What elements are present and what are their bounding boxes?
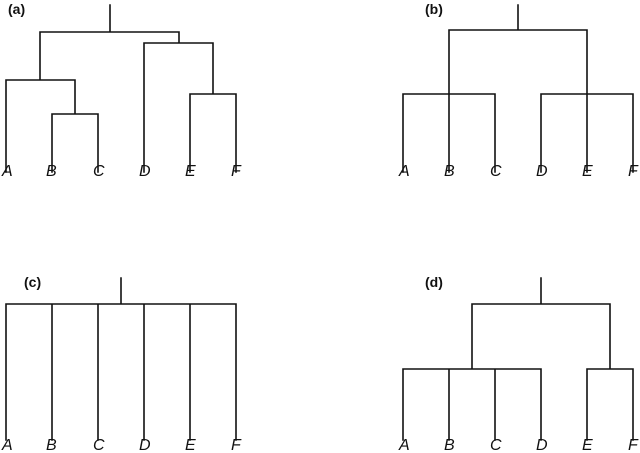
tree-b-branches — [402, 4, 634, 173]
tree-c-taxon-A: A — [1, 437, 13, 453]
panel-d: (d) A B C D E F — [398, 274, 639, 453]
tree-d-taxon-E: E — [582, 437, 593, 453]
panel-b: (b) A B C D E F — [398, 1, 639, 180]
tree-d-branches — [402, 277, 634, 441]
panel-label-d: (d) — [425, 274, 443, 290]
tree-c-branches — [5, 277, 237, 441]
tree-b-taxon-F: F — [628, 163, 639, 180]
tree-c-taxon-C: C — [93, 437, 105, 453]
tree-d-taxon-B: B — [444, 437, 455, 453]
tree-c-taxon-B: B — [46, 437, 57, 453]
tree-b-taxon-E: E — [582, 163, 593, 180]
tree-a-taxon-F: F — [231, 163, 242, 180]
tree-a-branches — [5, 4, 237, 173]
panel-label-c: (c) — [24, 274, 41, 290]
tree-b-taxon-D: D — [536, 163, 548, 180]
tree-c-taxon-E: E — [185, 437, 196, 453]
tree-c-taxon-D: D — [139, 437, 151, 453]
tree-a-taxon-C: C — [93, 163, 105, 180]
tree-d-taxon-D: D — [536, 437, 548, 453]
tree-a-taxon-A: A — [1, 163, 13, 180]
panel-c: (c) A B C D E F — [1, 274, 242, 453]
tree-b-taxon-A: A — [398, 163, 410, 180]
tree-a-taxon-D: D — [139, 163, 151, 180]
tree-b-taxon-B: B — [444, 163, 455, 180]
tree-c-taxon-F: F — [231, 437, 242, 453]
tree-d-taxon-F: F — [628, 437, 639, 453]
tree-d-taxon-C: C — [490, 437, 502, 453]
tree-d-taxon-A: A — [398, 437, 410, 453]
panel-a: (a) A B C D E F — [1, 1, 242, 180]
panel-label-a: (a) — [8, 1, 25, 17]
tree-a-taxon-E: E — [185, 163, 196, 180]
tree-b-taxon-C: C — [490, 163, 502, 180]
tree-a-taxon-B: B — [46, 163, 57, 180]
panel-label-b: (b) — [425, 1, 443, 17]
